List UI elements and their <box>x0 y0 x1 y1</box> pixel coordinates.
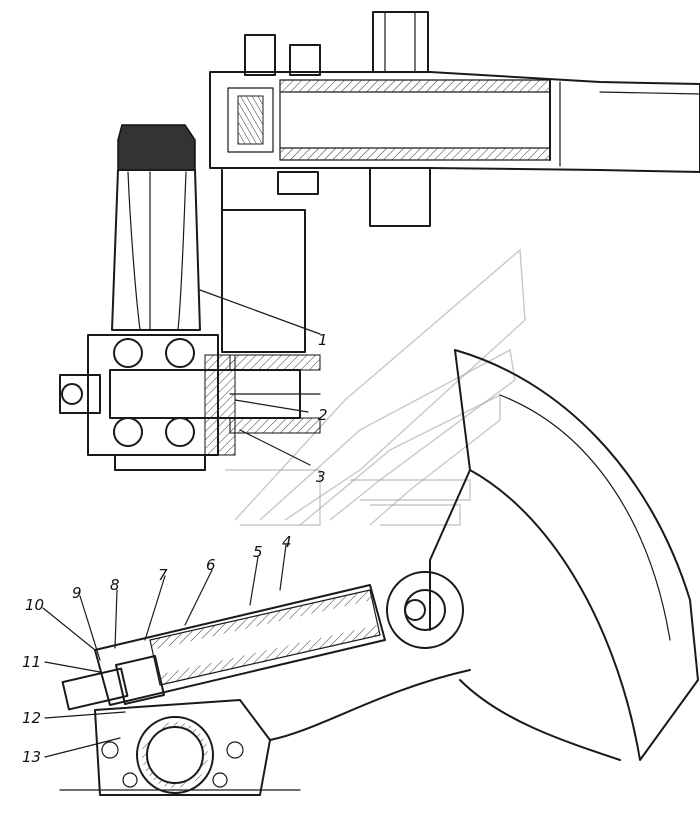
pivot-bracket <box>59 669 471 796</box>
watermark-logo <box>225 248 526 526</box>
stem <box>221 169 306 353</box>
swing-arm <box>429 349 699 761</box>
callout-12: 12 <box>22 709 41 727</box>
callout-13: 13 <box>22 748 41 766</box>
callout-3: 3 <box>316 468 326 486</box>
callout-11: 11 <box>22 653 41 671</box>
hydraulic-cylinder <box>61 571 464 711</box>
callout-6: 6 <box>206 556 216 574</box>
callout-5: 5 <box>253 543 263 561</box>
horizontal-tube <box>209 34 700 195</box>
callout-10: 10 <box>25 596 44 614</box>
leader-lines <box>42 289 321 758</box>
callout-9: 9 <box>72 584 82 602</box>
wheel-hub <box>59 334 321 471</box>
callout-labels: 1 2 3 4 5 6 7 8 9 10 11 12 13 <box>22 331 328 766</box>
callout-8: 8 <box>110 576 120 594</box>
callout-2: 2 <box>318 406 328 424</box>
roller-wheel <box>111 124 201 331</box>
callout-1: 1 <box>318 331 328 349</box>
callout-7: 7 <box>158 566 168 584</box>
vertical-column <box>369 11 431 227</box>
callout-4: 4 <box>282 533 292 551</box>
